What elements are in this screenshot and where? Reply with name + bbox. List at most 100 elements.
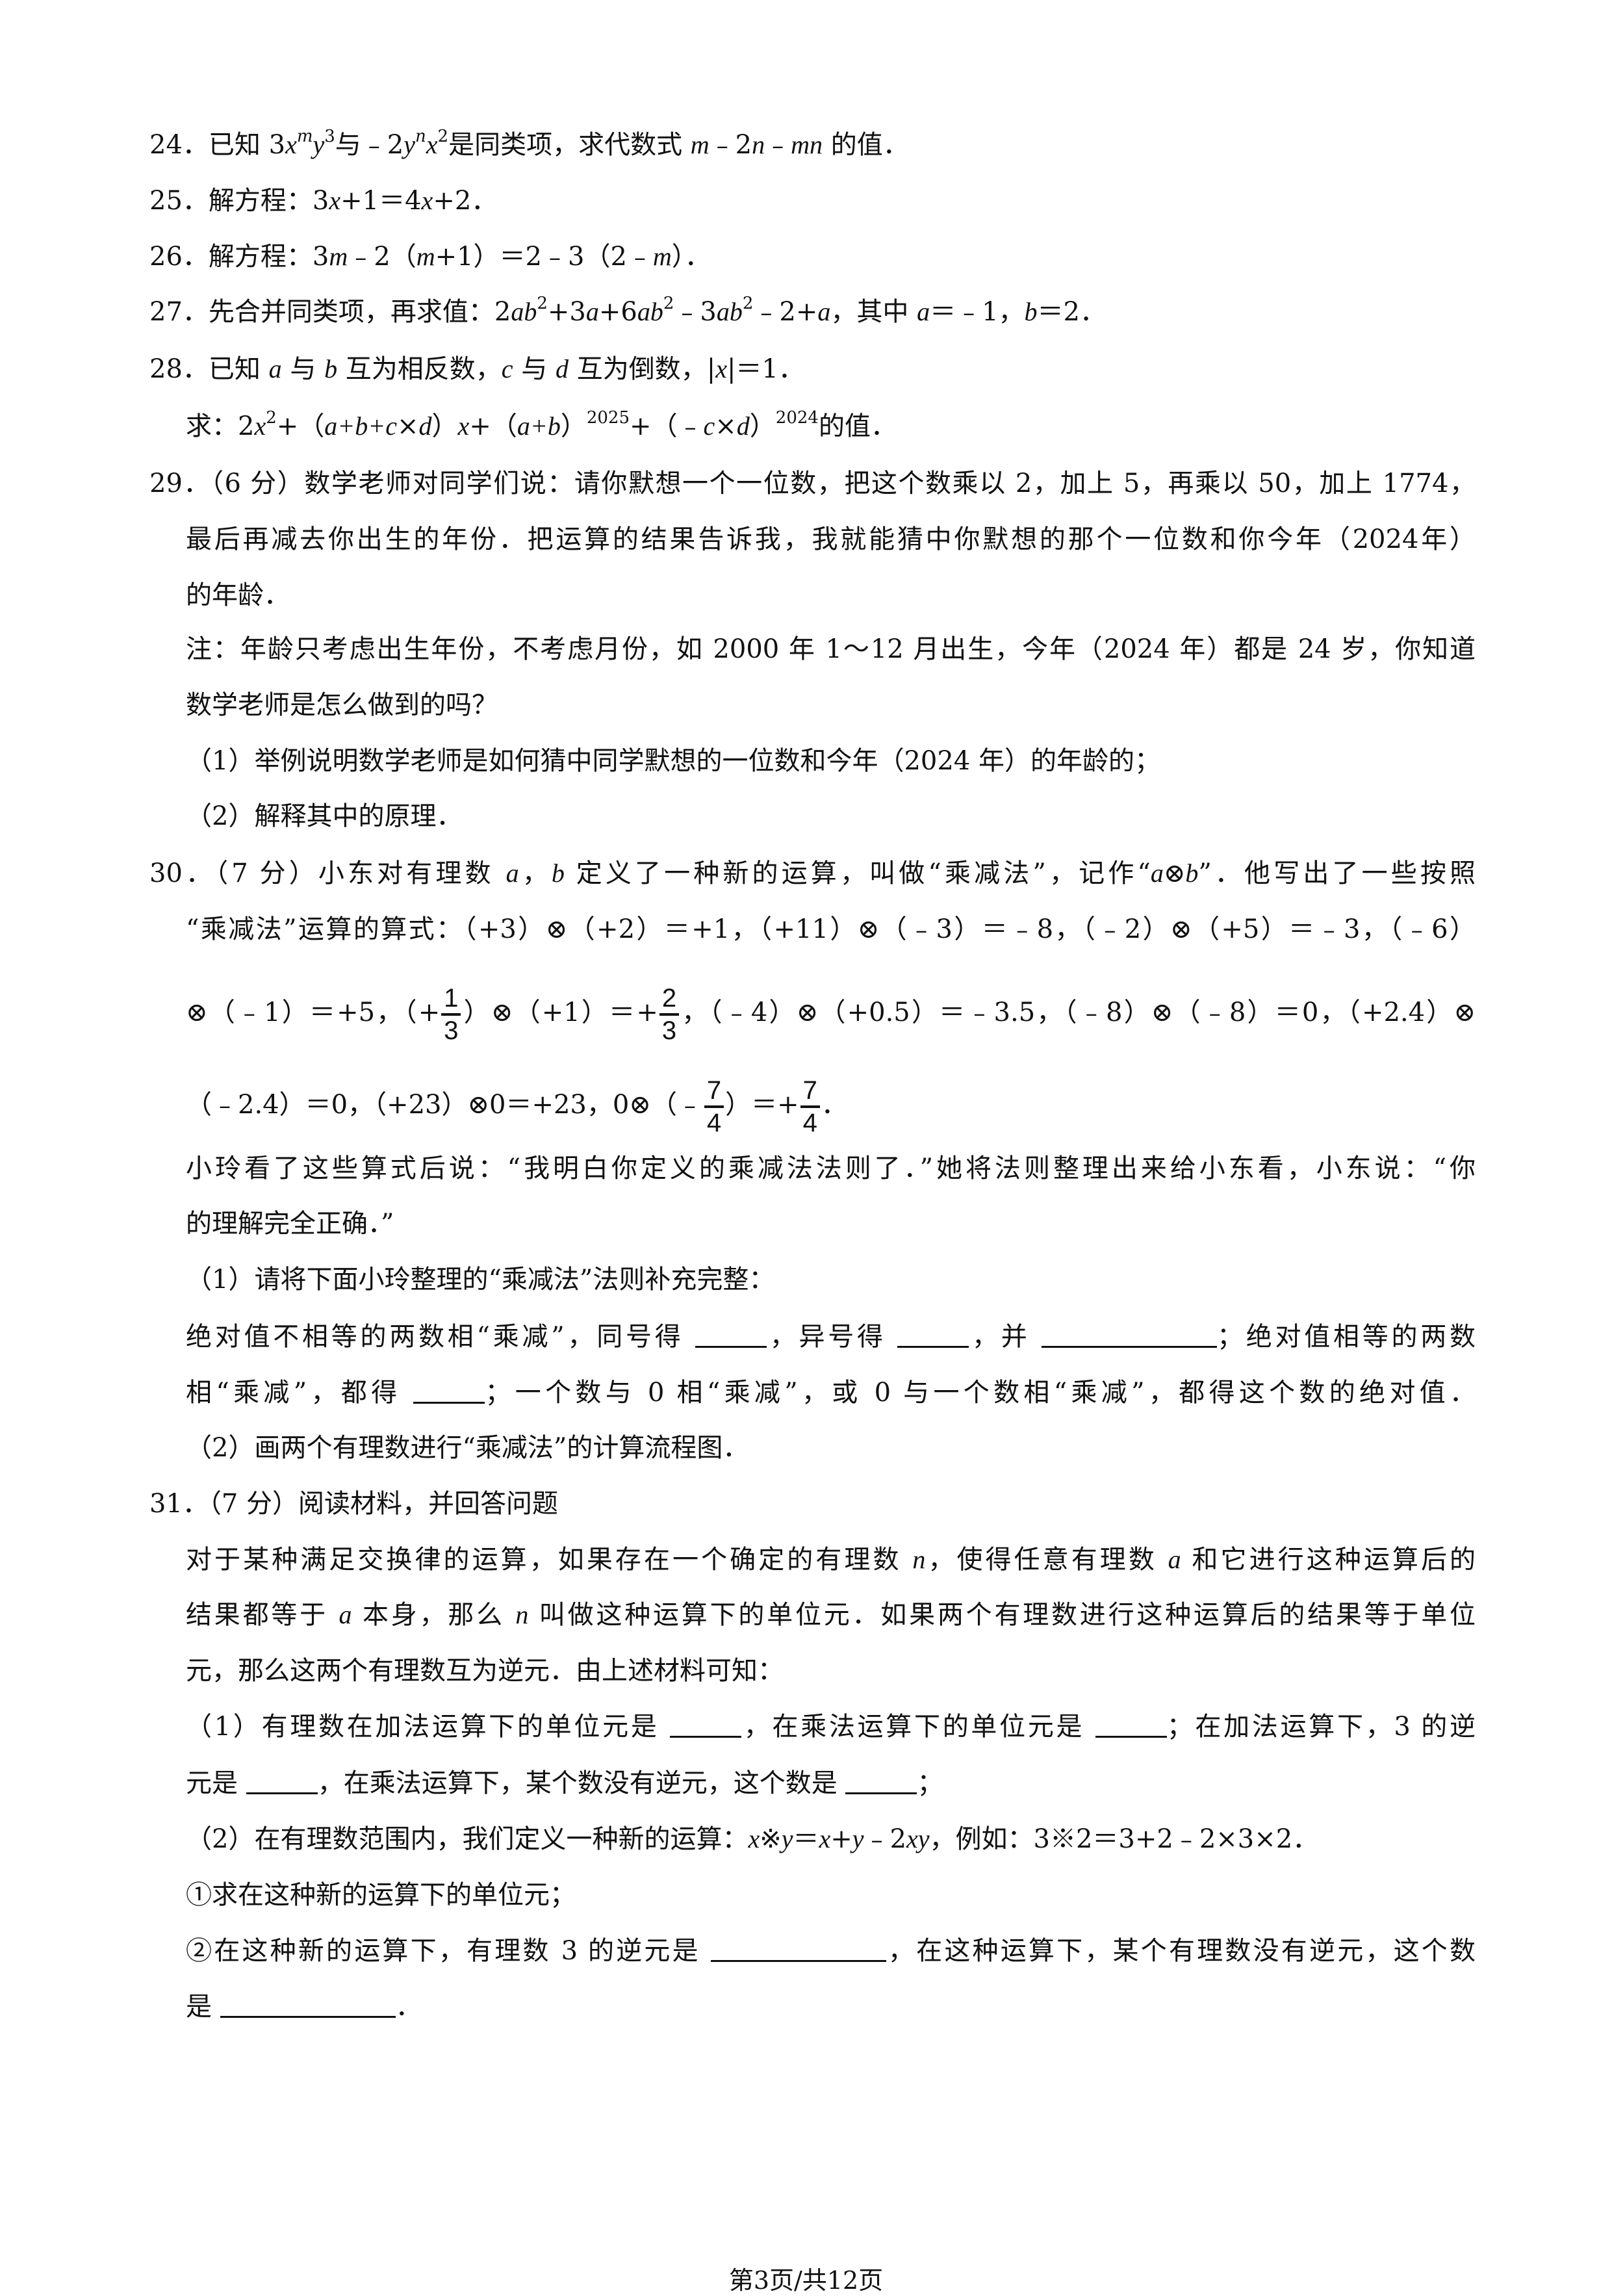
math-variable: ab bbox=[511, 297, 537, 326]
answer-blank bbox=[1095, 1714, 1167, 1738]
text-run: +（ bbox=[276, 411, 325, 441]
text-run: ． bbox=[395, 1992, 422, 2022]
text-run: 与 bbox=[513, 354, 556, 384]
text-line: 24．已知 3xmy3与﹣2ynx2是同类项，求代数式 m﹣2n﹣mn 的值． bbox=[149, 127, 909, 161]
math-variable: a bbox=[505, 858, 519, 888]
text-run: ，例如：3※2＝3+2﹣2×3×2． bbox=[929, 1824, 1319, 1854]
text-run: 的理解完全正确．” bbox=[186, 1209, 394, 1239]
page-footer: 第3页/共12页 bbox=[728, 2266, 884, 2295]
answer-blank bbox=[246, 1770, 318, 1794]
math-variable: x bbox=[254, 411, 266, 441]
superscript: n bbox=[415, 127, 426, 146]
math-variable: m bbox=[652, 242, 672, 271]
text-run: 的值． bbox=[818, 411, 897, 441]
text-line: 是 ． bbox=[186, 1991, 422, 2023]
fraction-denominator: 4 bbox=[706, 1109, 722, 1137]
text-run: ﹣3 bbox=[674, 297, 717, 327]
text-run: ）． bbox=[671, 242, 711, 272]
text-run: 是 bbox=[186, 1992, 220, 2022]
answer-blank bbox=[220, 1994, 396, 2018]
text-run: （1）举例说明数学老师是如何猜中同学默想的一位数和今年（2024 年）的年龄的； bbox=[186, 746, 1160, 776]
text-line: 对于某种满足交换律的运算，如果存在一个确定的有理数 n，使得任意有理数 a 和它… bbox=[186, 1543, 1476, 1576]
superscript: 2 bbox=[663, 294, 674, 313]
math-variable: ab bbox=[716, 297, 743, 326]
text-run: ﹣ bbox=[765, 130, 791, 160]
math-variable: m bbox=[690, 130, 710, 159]
text-run: 互为倒数，| bbox=[568, 354, 716, 384]
text-line: 26．解方程：3m﹣2（m+1）＝2﹣3（2﹣m）． bbox=[149, 240, 711, 273]
answer-blank bbox=[710, 1938, 886, 1962]
text-run: +1＝4 bbox=[340, 186, 422, 216]
math-variable: b bbox=[551, 858, 565, 888]
math-variable: a bbox=[585, 297, 599, 326]
text-run: ﹣2+ bbox=[753, 297, 818, 327]
text-line: 结果都等于 a 本身，那么 n 叫做这种运算下的单位元．如果两个有理数进行这种运… bbox=[186, 1599, 1476, 1631]
text-line: 求：2x2+（a+b+c×d）x+（a+b）2025+（﹣c×d）2024的值． bbox=[186, 408, 897, 443]
answer-blank bbox=[670, 1714, 741, 1738]
text-run: +3 bbox=[547, 297, 586, 327]
fraction-denominator: 3 bbox=[444, 1016, 459, 1045]
text-run: ；绝对值相等的两数 bbox=[1216, 1322, 1476, 1352]
text-run: 的值． bbox=[823, 130, 909, 160]
math-variable: y bbox=[852, 1824, 864, 1853]
text-line: “乘减法”运算的算式：（+3）⊗（+2）＝+1，（+11）⊗（﹣3）＝﹣8，（﹣… bbox=[186, 913, 1476, 946]
text-run: 结果都等于 bbox=[186, 1600, 339, 1630]
text-run: ”．他写出了一些按照 bbox=[1198, 858, 1476, 888]
fraction-numerator: 7 bbox=[704, 1076, 724, 1108]
math-variable: x bbox=[285, 130, 297, 159]
text-run: ﹣2 bbox=[864, 1824, 906, 1854]
text-line: 相“乘减”，都得 ；一个数与 0 相“乘减”，或 0 与一个数相“乘减”，都得这… bbox=[186, 1376, 1476, 1409]
text-run: （﹣2.4）＝0，（+23）⊗0＝+23，0⊗（﹣ bbox=[186, 1090, 703, 1120]
text-line: 数学老师是怎么做到的吗？ bbox=[186, 689, 498, 721]
text-run: （2）画两个有理数进行“乘减法”的计算流程图． bbox=[186, 1433, 749, 1463]
text-line: 27．先合并同类项，再求值：2ab2+3a+6ab2﹣3ab2﹣2+a，其中 a… bbox=[149, 294, 1106, 328]
text-run: （2）解释其中的原理． bbox=[186, 801, 463, 831]
math-variable: a bbox=[268, 354, 282, 383]
text-run: ， bbox=[518, 858, 552, 888]
text-run: （1）有理数在加法运算下的单位元是 bbox=[186, 1712, 670, 1742]
text-run: ，（﹣4）⊗（+0.5）＝﹣3.5，（﹣8）⊗（﹣8）＝0，（+2.4）⊗ bbox=[680, 998, 1476, 1027]
answer-blank bbox=[413, 1380, 485, 1404]
math-variable: c bbox=[703, 411, 715, 441]
superscript: 2024 bbox=[775, 408, 819, 428]
math-variable: y bbox=[781, 1824, 793, 1853]
math-variable: x bbox=[421, 186, 433, 215]
math-variable: b bbox=[324, 354, 338, 383]
math-variable: y bbox=[313, 130, 325, 159]
text-run: × bbox=[397, 411, 419, 441]
text-line: 28．已知 a 与 b 互为相反数，c 与 d 互为倒数，|x|＝1． bbox=[149, 353, 804, 385]
text-run: ﹣2 bbox=[709, 130, 752, 160]
text-run: 25．解方程：3 bbox=[149, 186, 329, 216]
text-run: ，并 bbox=[969, 1322, 1042, 1352]
text-line: 注：年龄只考虑出生年份，不考虑月份，如 2000 年 1～12 月出生，今年（2… bbox=[186, 633, 1476, 665]
text-run: ＝﹣1， bbox=[930, 297, 1025, 327]
text-line: （1）有理数在加法运算下的单位元是 ，在乘法运算下的单位元是 ；在加法运算下，3… bbox=[186, 1710, 1476, 1743]
math-variable: b bbox=[1024, 297, 1038, 326]
text-run: ； bbox=[917, 1768, 943, 1798]
math-variable: a+b bbox=[517, 411, 561, 441]
text-run: 27．先合并同类项，再求值：2 bbox=[149, 297, 511, 327]
math-variable: n bbox=[912, 1545, 926, 1574]
text-run: “乘减法”运算的算式：（+3）⊗（+2）＝+1，（+11）⊗（﹣3）＝﹣8，（﹣… bbox=[186, 914, 1476, 944]
math-variable: ab bbox=[637, 297, 663, 326]
text-run: ． bbox=[821, 1090, 847, 1120]
text-run: ） bbox=[431, 411, 458, 441]
text-run: ﹣2（ bbox=[348, 242, 416, 272]
text-run: 元，那么这两个有理数互为逆元．由上述材料可知： bbox=[186, 1656, 784, 1686]
text-line: 最后再减去你出生的年份．把运算的结果告诉我，我就能猜中你默想的那个一位数和你今年… bbox=[186, 523, 1476, 556]
fraction-numerator: 7 bbox=[800, 1076, 820, 1108]
text-run: 绝对值不相等的两数相“乘减”，同号得 bbox=[186, 1322, 695, 1352]
text-run: + bbox=[830, 1824, 852, 1854]
superscript: 3 bbox=[324, 127, 335, 146]
text-run: +（ bbox=[469, 411, 517, 441]
text-line: （1）举例说明数学老师是如何猜中同学默想的一位数和今年（2024 年）的年龄的； bbox=[186, 745, 1160, 777]
math-variable: mn bbox=[791, 130, 823, 159]
math-variable: a bbox=[1168, 1545, 1181, 1574]
text-line: 25．解方程：3x+1＝4x+2． bbox=[149, 185, 497, 217]
text-run: ①求在这种新的运算下的单位元； bbox=[186, 1880, 576, 1910]
fraction-denominator: 3 bbox=[661, 1016, 677, 1045]
text-run: （2）在有理数范围内，我们定义一种新的运算： bbox=[186, 1824, 748, 1854]
text-run: ⊗（﹣1）＝+5，（+ bbox=[186, 998, 441, 1027]
